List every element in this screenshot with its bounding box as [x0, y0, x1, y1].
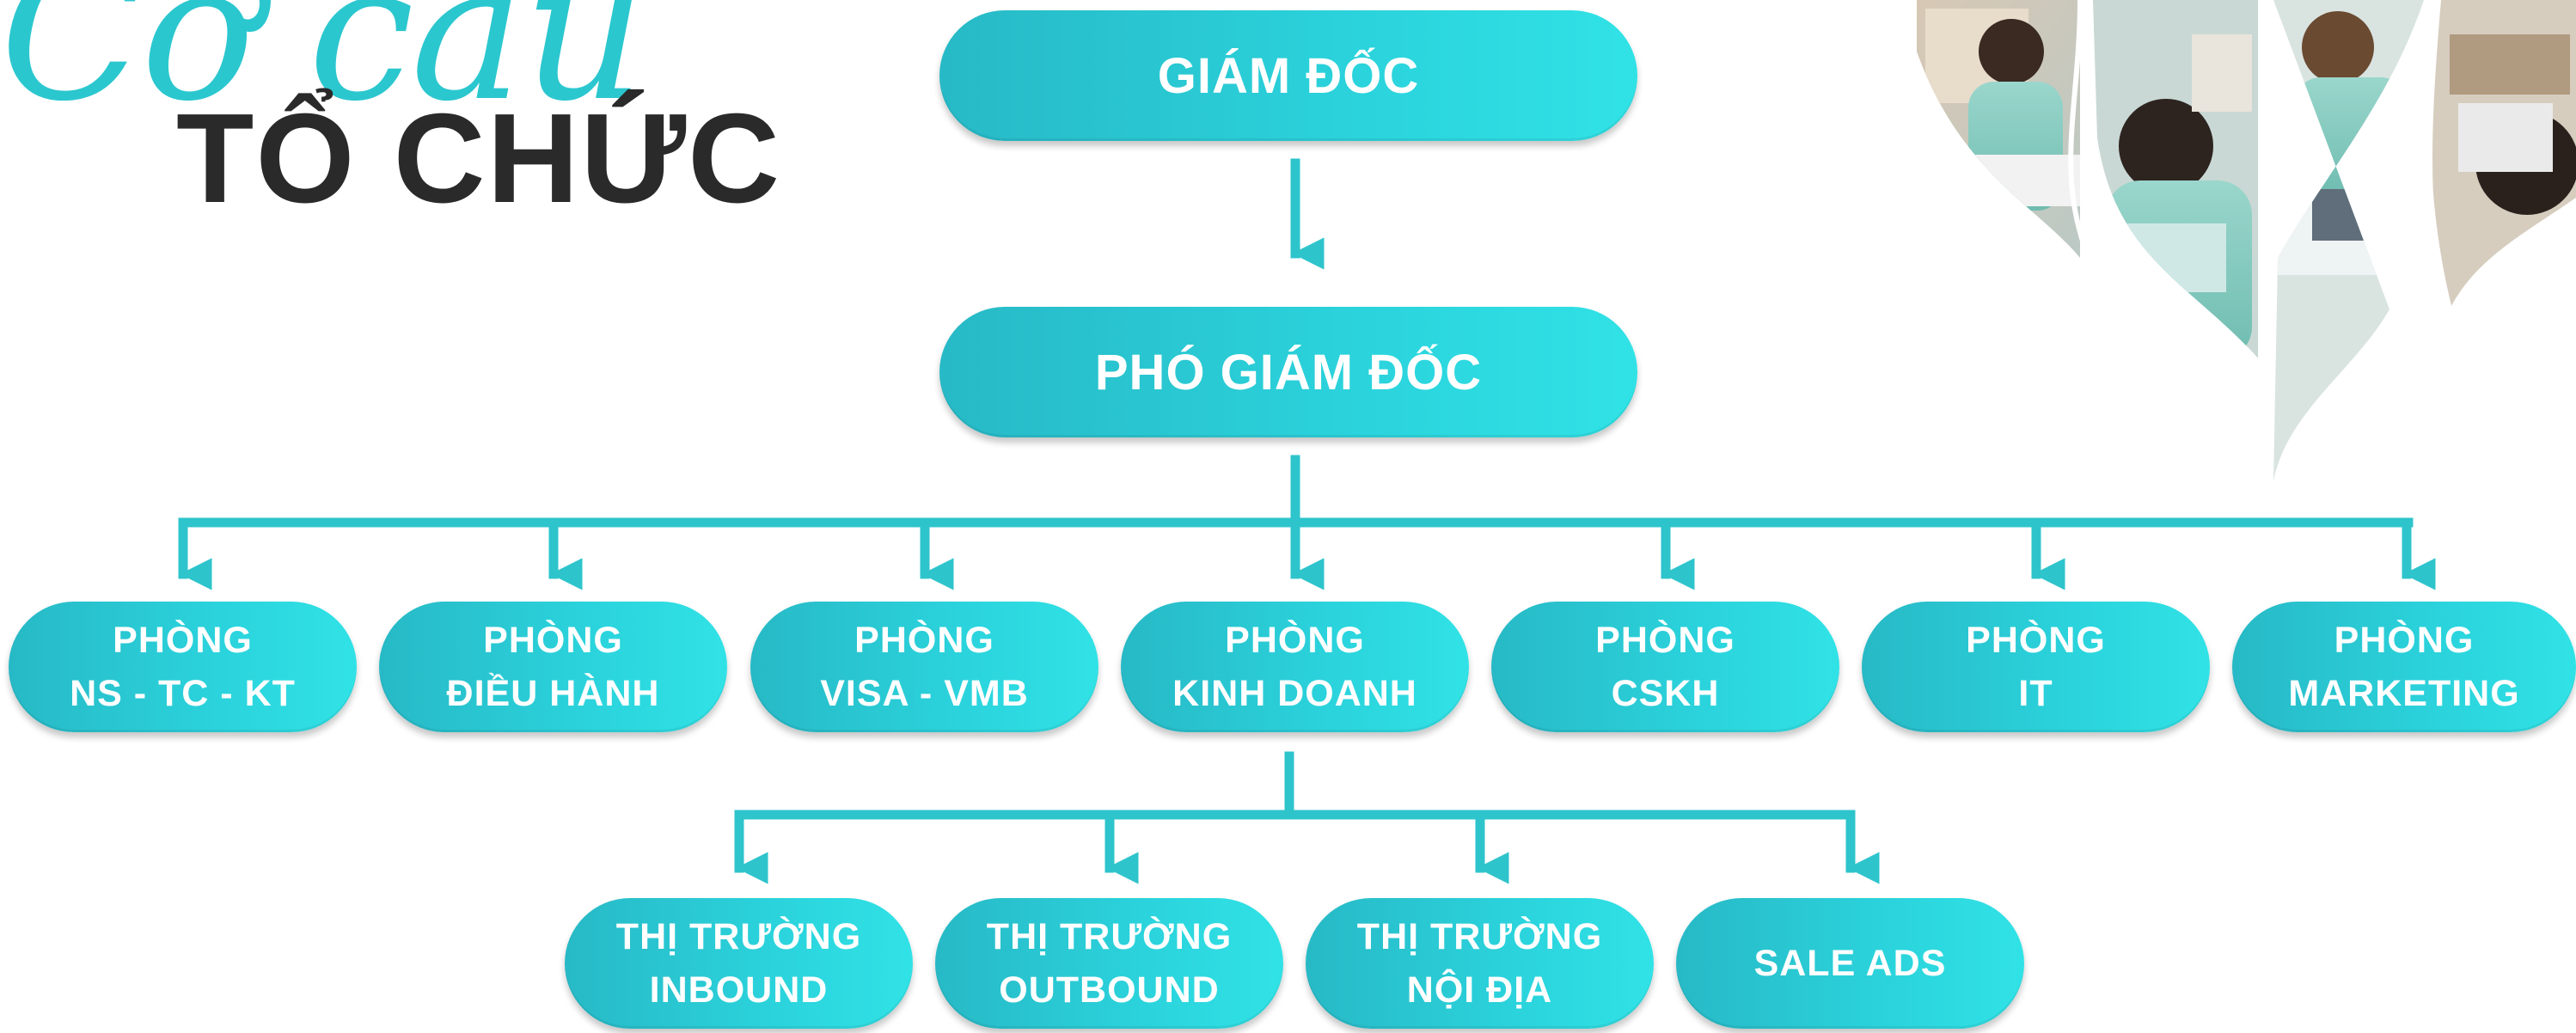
dept-line2: CSKH [1611, 673, 1720, 714]
title-script: Cơ cấu [0, 0, 645, 143]
unit-line1: THỊ TRƯỜNG [615, 916, 862, 957]
node-dept-cskh: PHÒNG CSKH [1491, 602, 1839, 732]
title-main: TỔ CHỨC [176, 88, 782, 229]
dept-line1: PHÒNG [1225, 620, 1365, 661]
dept-line2: KINH DOANH [1172, 673, 1417, 714]
node-unit-outbound: THỊ TRƯỜNG OUTBOUND [935, 898, 1283, 1029]
node-dept-it: PHÒNG IT [1862, 602, 2210, 732]
node-vice-director: PHÓ GIÁM ĐỐC [939, 307, 1637, 437]
dept-line2: MARKETING [2288, 673, 2520, 714]
node-unit-inbound: THỊ TRƯỜNG INBOUND [565, 898, 913, 1029]
node-dept-dieu-hanh: PHÒNG ĐIỀU HÀNH [379, 602, 727, 732]
node-dept-kinh-doanh: PHÒNG KINH DOANH [1121, 602, 1469, 732]
node-unit-sale-ads: SALE ADS [1676, 898, 2024, 1029]
unit-line2: INBOUND [649, 969, 829, 1011]
dept-line2: NS - TC - KT [70, 673, 296, 714]
node-dept-visa-vmb: PHÒNG VISA - VMB [750, 602, 1098, 732]
dept-line1: PHÒNG [1595, 620, 1735, 661]
node-dept-ns-tc-kt: PHÒNG NS - TC - KT [9, 602, 357, 732]
dept-line1: PHÒNG [113, 620, 253, 661]
node-director-label: GIÁM ĐỐC [1157, 47, 1420, 104]
unit-line1: SALE ADS [1753, 943, 1947, 984]
office-photo-collage [1917, 0, 2576, 481]
node-vice-director-label: PHÓ GIÁM ĐỐC [1094, 344, 1483, 400]
dept-line2: VISA - VMB [820, 673, 1029, 714]
photo-leaf-1 [1917, 0, 2080, 258]
dept-line1: PHÒNG [2334, 620, 2475, 661]
unit-line2: OUTBOUND [999, 969, 1220, 1011]
dept-line2: ĐIỀU HÀNH [446, 673, 660, 714]
dept-line1: PHÒNG [854, 620, 994, 661]
dept-line2: IT [2018, 673, 2053, 714]
node-unit-noi-dia: THỊ TRƯỜNG NỘI ĐỊA [1306, 898, 1654, 1029]
unit-line2: NỘI ĐỊA [1406, 969, 1553, 1011]
node-director: GIÁM ĐỐC [939, 10, 1637, 141]
unit-line1: THỊ TRƯỜNG [986, 916, 1233, 957]
unit-line1: THỊ TRƯỜNG [1356, 916, 1603, 957]
dept-line1: PHÒNG [483, 620, 623, 661]
node-dept-marketing: PHÒNG MARKETING [2232, 602, 2576, 732]
dept-line1: PHÒNG [1966, 620, 2106, 661]
